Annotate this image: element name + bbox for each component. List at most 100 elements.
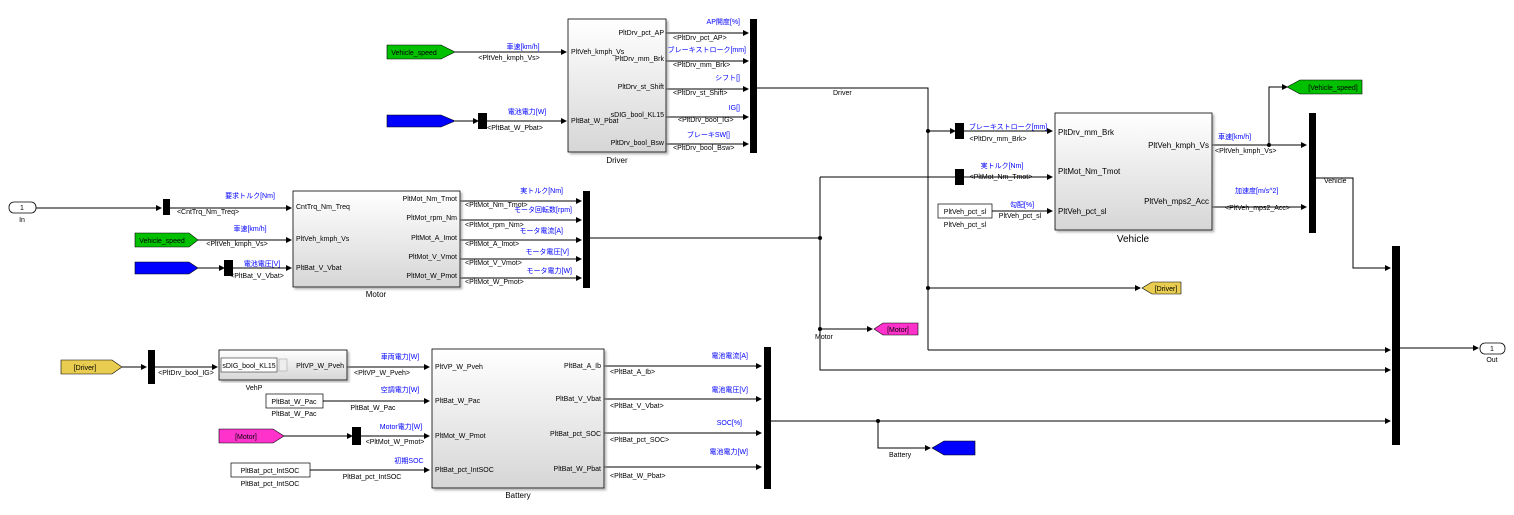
signal-label: 車速[km/h] xyxy=(233,224,266,233)
port-in: PltVeh_kmph_Vs xyxy=(571,49,625,56)
signal-label: 電池電圧[V] xyxy=(711,385,748,394)
vehp-block[interactable]: sDIG_bool_KL15 PltVP_W_Pveh xyxy=(218,349,348,381)
port-out: PltBat_V_Vbat xyxy=(555,396,601,403)
bus-selector-motor-treq[interactable] xyxy=(163,199,170,215)
bus-selector-vehicle-tmot[interactable] xyxy=(955,169,964,185)
goto-label: [Vehicle_speed] xyxy=(1308,85,1357,92)
port-in: PltBat_pct_IntSOC xyxy=(435,467,494,474)
port-out: PltMot_V_Vmot xyxy=(408,254,457,261)
from-driver[interactable]: [Driver] xyxy=(60,359,123,375)
bus-selector-driver-pbat[interactable] xyxy=(478,113,487,129)
signal-sub: <PltDrv_bool_Bsw> xyxy=(673,145,734,152)
constant-name: PltBat_pct_IntSOC xyxy=(241,481,300,488)
signal-sub: <PltMot_W_Pmot> xyxy=(366,439,425,446)
from-label: [Driver] xyxy=(74,365,97,372)
bus-selector-ig[interactable] xyxy=(148,350,155,384)
signal-sub: <PltBat_pct_SOC> xyxy=(610,437,669,444)
signal-label: 実トルク[Nm] xyxy=(520,186,563,195)
constant-name: PltBat_W_Pac xyxy=(271,411,317,418)
goto-blue-motor[interactable] xyxy=(134,261,199,275)
constant-bat-intsoc[interactable]: PltBat_pct_IntSOC xyxy=(230,462,311,478)
vehicle-block[interactable]: PltDrv_mm_Brk PltMot_Nm_Tmot PltVeh_pct_… xyxy=(1054,112,1213,231)
port-in: PltBat_V_Vbat xyxy=(296,265,342,272)
signal-sub: <PltMot_Nm_Tmot> xyxy=(970,174,1033,181)
signal-label: 初期SOC xyxy=(394,456,423,465)
inport-number: 1 xyxy=(20,205,24,212)
signal-sub: <PltVP_W_Pveh> xyxy=(354,370,410,377)
goto-vehicle-speed[interactable]: [Vehicle_speed] xyxy=(1286,79,1363,95)
signal-sub: <PltMot_W_Pmot> xyxy=(465,279,524,286)
block-name-motor: Motor xyxy=(366,290,387,299)
battery-block[interactable]: PltVP_W_Pveh PltBat_W_Pac PltMot_W_Pmot … xyxy=(431,348,605,489)
bus-creator-battery[interactable] xyxy=(764,347,771,489)
driver-block[interactable]: PltVeh_kmph_Vs PltBat_W_Pbat PltDrv_pct_… xyxy=(567,18,667,153)
port-in: CntTrq_Nm_Treq xyxy=(296,204,350,211)
signal-sub: <PltBat_V_Vbat> xyxy=(230,273,284,280)
goto-blue-battery[interactable] xyxy=(931,440,976,456)
port-in: PltBat_W_Pac xyxy=(435,398,481,405)
port-out: PltDrv_bool_Bsw xyxy=(611,140,665,147)
constant-value: PltVeh_pct_sl xyxy=(944,209,987,216)
signal-sub: PltBat_pct_IntSOC xyxy=(343,474,402,481)
bus-creator-driver[interactable] xyxy=(750,19,757,153)
port-in: PltVeh_pct_sl xyxy=(1058,207,1107,216)
signal-sub: <PltDrv_pct_AP> xyxy=(673,35,727,42)
signal-label: 車速[km/h] xyxy=(1218,132,1251,141)
bus-name-motor: Motor xyxy=(815,334,834,341)
signal-sub: <PltVeh_kmph_Vs> xyxy=(478,55,540,62)
signal-label: 電池電圧[V] xyxy=(244,259,281,268)
outport-out[interactable]: 1 xyxy=(1479,342,1506,355)
signal-label: 勾配[%] xyxy=(1010,200,1034,209)
signal-sub: <PltVeh_mps2_Acc> xyxy=(1225,205,1290,212)
signal-sub: <PltMot_rpm_Nm> xyxy=(465,222,524,229)
goto-label: Vehicle_speed xyxy=(139,238,185,245)
bus-selector-pmot[interactable] xyxy=(352,427,361,445)
signal-sub: <PltMot_A_Imot> xyxy=(465,241,519,248)
signal-label: ブレーキストローク[mm] xyxy=(969,122,1047,131)
port-in: PltVeh_kmph_Vs xyxy=(296,236,350,243)
bus-creator-out[interactable] xyxy=(1392,246,1400,445)
goto-driver[interactable]: [Driver] xyxy=(1141,281,1182,295)
goto-motor[interactable]: [Motor] xyxy=(873,322,919,336)
signal-sub: <PltDrv_st_Shift> xyxy=(673,90,727,97)
port-out: PltMot_rpm_Nm xyxy=(406,215,457,222)
signal-sub: <PltDrv_mm_Brk> xyxy=(969,136,1026,143)
bus-creator-vehicle[interactable] xyxy=(1309,113,1316,233)
goto-vehicle-speed-motor[interactable]: Vehicle_speed xyxy=(134,232,199,248)
signal-label: モータ電流[A] xyxy=(519,226,563,235)
port-in: PltBat_W_Pbat xyxy=(571,118,619,125)
from-motor[interactable]: [Motor] xyxy=(218,428,285,444)
signal-sub: <PltBat_W_Pbat> xyxy=(610,473,666,480)
outport-number: 1 xyxy=(1490,346,1494,353)
port-out: PltDrv_pct_AP xyxy=(618,30,664,37)
goto-blue-driver[interactable] xyxy=(386,114,456,128)
signal-sub: <PltBat_A_Ib> xyxy=(610,369,655,376)
bus-creator-motor[interactable] xyxy=(583,191,590,288)
signal-sub: PltVeh_pct_sl xyxy=(999,213,1042,220)
constant-name: PltVeh_pct_sl xyxy=(944,222,987,229)
bus-selector-vehicle-brk[interactable] xyxy=(955,123,964,139)
signal-sub: <PltDrv_bool_IG> xyxy=(158,370,214,377)
port-in: PltVP_W_Pveh xyxy=(435,364,483,371)
block-name-driver: Driver xyxy=(606,156,628,165)
inport-in[interactable]: 1 xyxy=(8,201,37,214)
port-out: PltBat_pct_SOC xyxy=(550,431,601,438)
signal-sub: <PltVeh_kmph_Vs> xyxy=(206,241,268,248)
goto-vehicle-speed-driver[interactable]: Vehicle_speed xyxy=(386,44,456,60)
signal-label: モータ電圧[V] xyxy=(525,247,569,256)
motor-block[interactable]: CntTrq_Nm_Treq PltVeh_kmph_Vs PltBat_V_V… xyxy=(292,190,461,288)
port-out: PltDrv_st_Shift xyxy=(618,84,664,91)
outport-name: Out xyxy=(1486,357,1497,364)
constant-bat-w-pac[interactable]: PltBat_W_Pac xyxy=(265,393,324,409)
constant-veh-pct-sl[interactable]: PltVeh_pct_sl xyxy=(937,203,993,219)
port-out: PltMot_A_Imot xyxy=(411,235,457,242)
bus-selector-motor-vbat[interactable] xyxy=(224,260,233,276)
signal-label: 空調電力[W] xyxy=(381,385,420,394)
signal-label: Motor電力[W] xyxy=(380,422,422,431)
signal-label: IG[] xyxy=(729,105,740,112)
signal-label: 加速度[m/s^2] xyxy=(1235,186,1278,195)
constant-value: PltBat_W_Pac xyxy=(271,399,317,406)
port-out: PltVeh_mps2_Acc xyxy=(1144,197,1209,206)
bus-name-driver: Driver xyxy=(833,90,852,97)
